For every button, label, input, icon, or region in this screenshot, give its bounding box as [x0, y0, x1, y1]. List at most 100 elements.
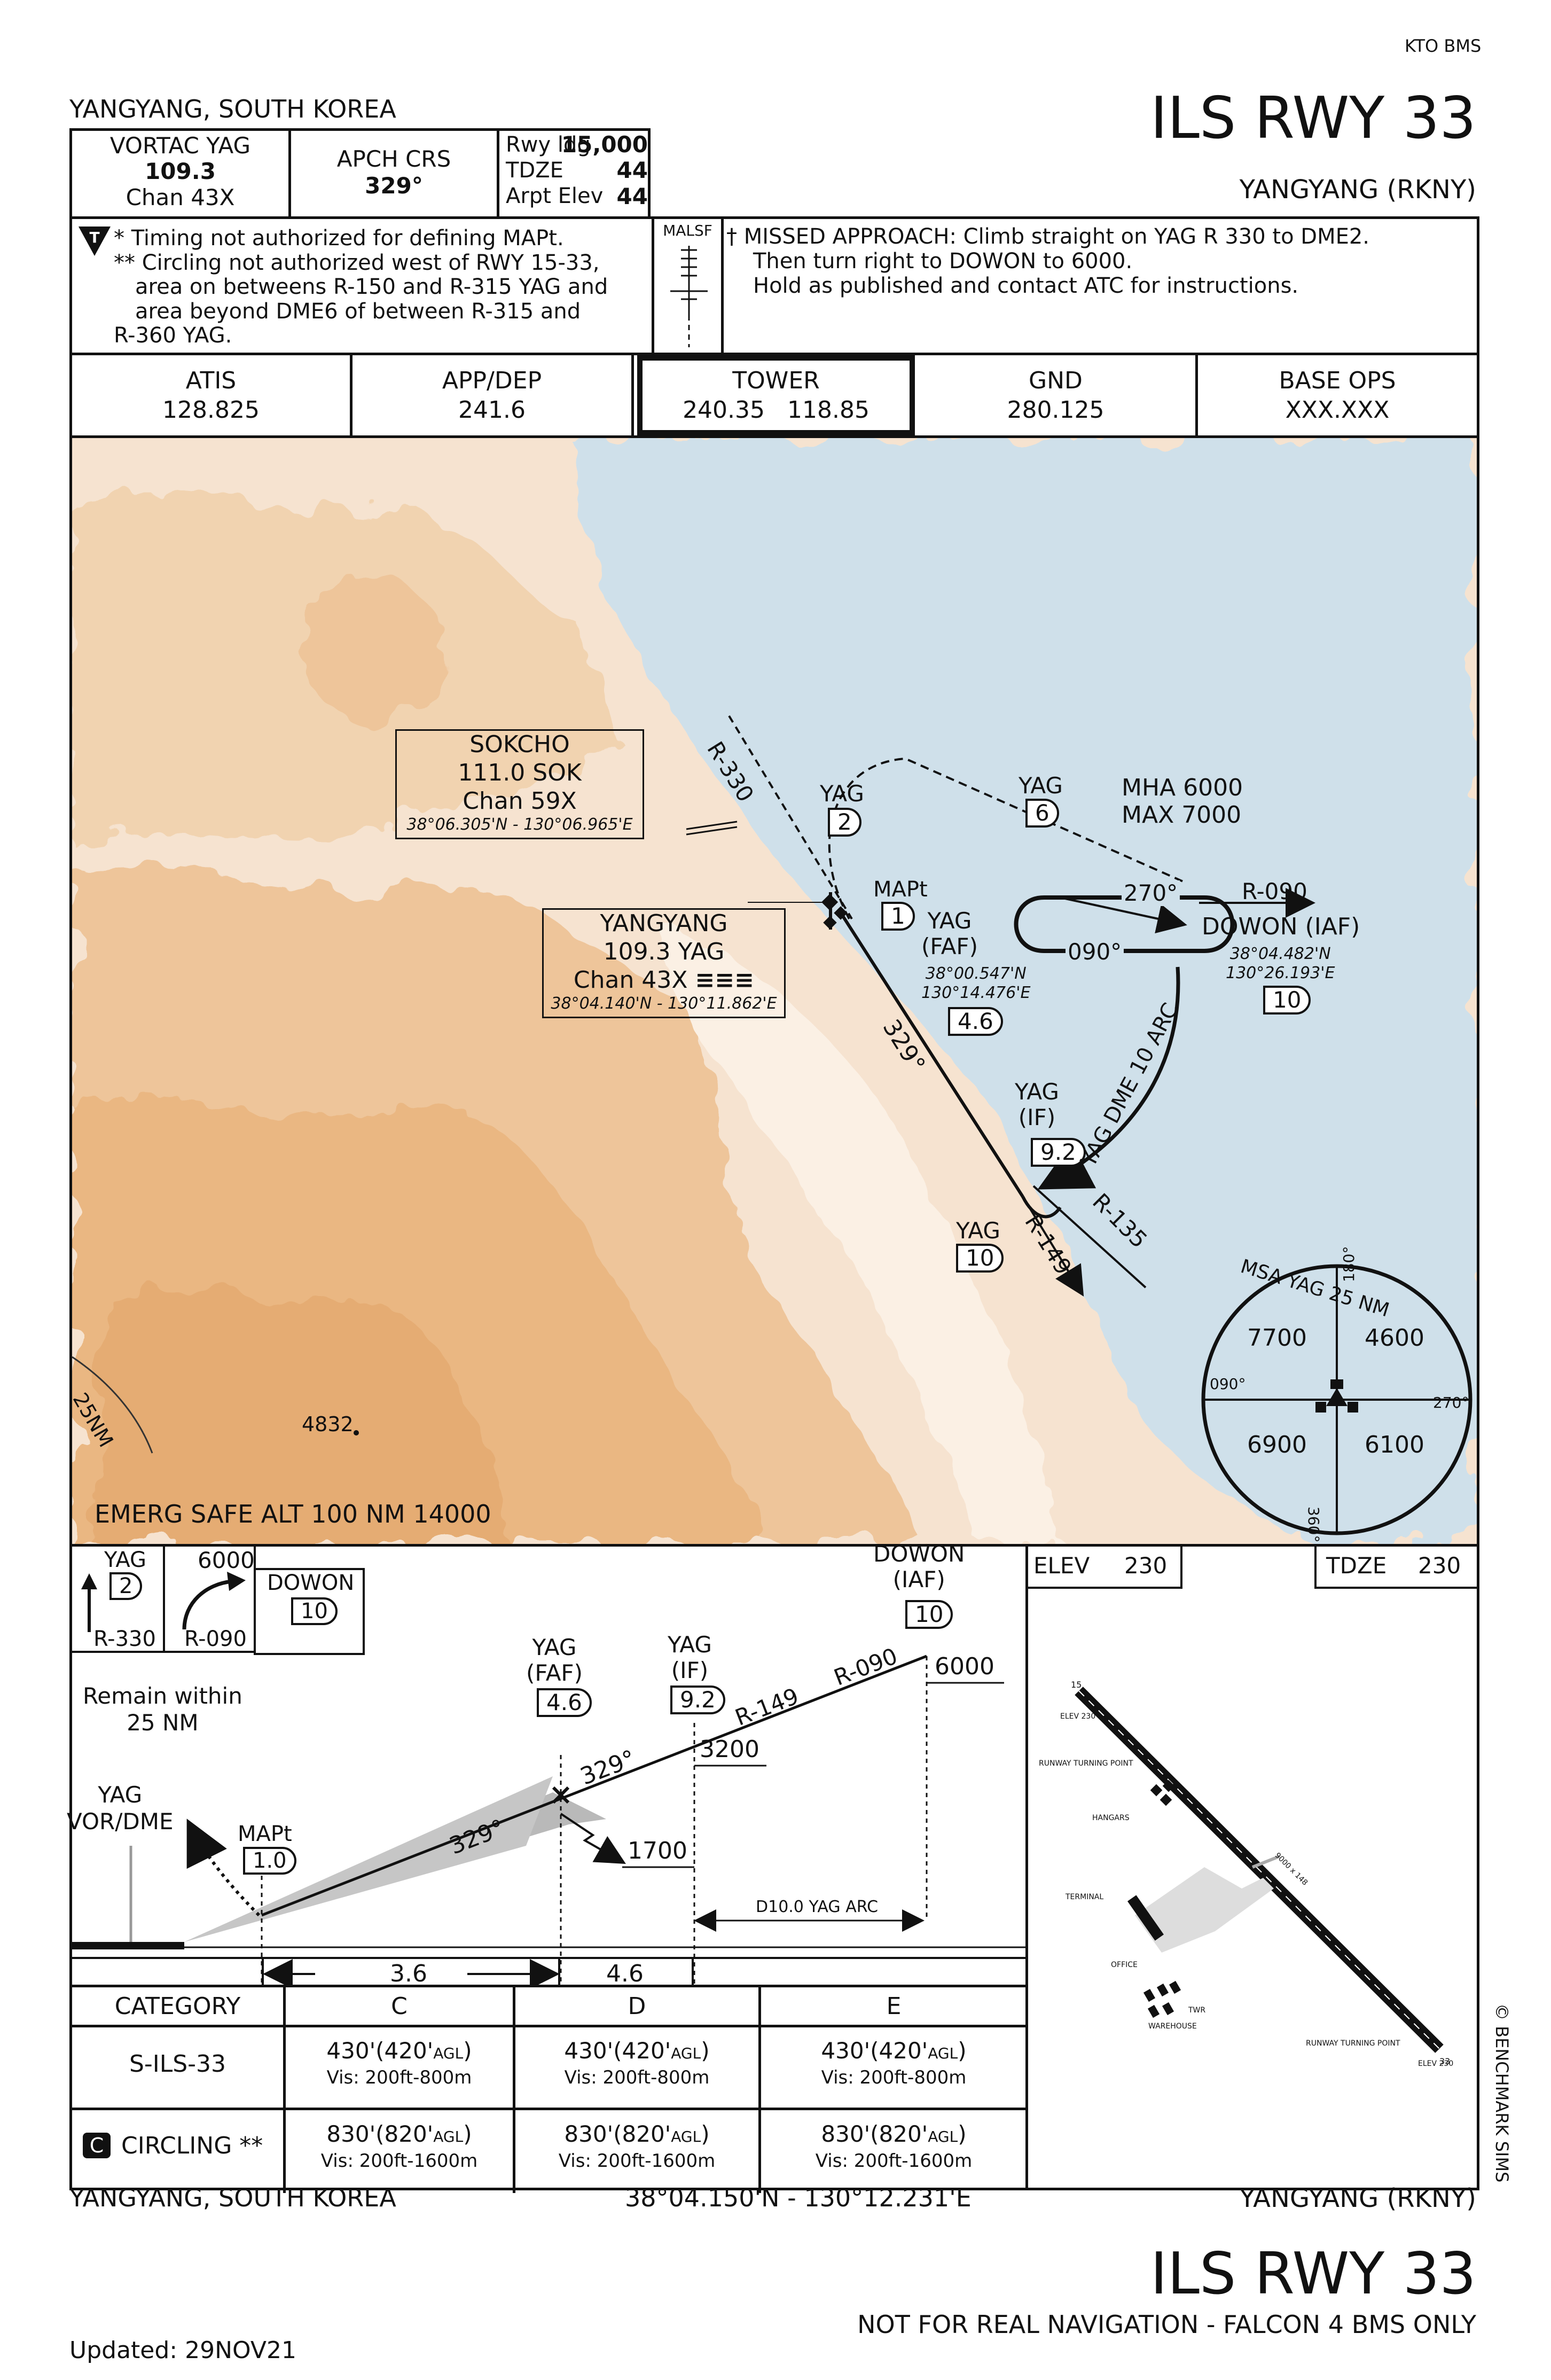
apch-crs-label: APCH CRS — [336, 146, 451, 172]
comm-tower: TOWER 240.35 118.85 — [637, 355, 915, 435]
icon-r330: R-330 — [93, 1627, 156, 1651]
comm-tower-freq: 240.35 118.85 — [683, 396, 870, 424]
notes-cell: T * Timing not authorized for defining M… — [72, 219, 654, 353]
vortac-chan: Chan 43X — [126, 184, 235, 210]
sea-area — [569, 438, 1477, 1544]
dme10-box: 10 — [956, 1244, 1004, 1273]
airport-name-header: YANGYANG (RKNY) — [1239, 175, 1476, 205]
if-label: (IF) — [1018, 1104, 1056, 1131]
comm-gnd-label: GND — [1029, 367, 1083, 394]
comm-base-ops-label: BASE OPS — [1279, 367, 1396, 394]
minima-row-circling-name: CIRCLING ** — [121, 2132, 263, 2159]
vortac-freq: 109.3 — [145, 158, 216, 185]
procedure-title: ILS RWY 33 — [1150, 85, 1476, 152]
dme6-box: 6 — [1025, 799, 1059, 828]
spot-elevation-dot — [354, 1430, 359, 1435]
apch-crs-cell: APCH CRS 329° — [291, 131, 499, 216]
profile-mapt: MAPt — [238, 1822, 292, 1846]
r090-label: R-090 — [1242, 878, 1307, 904]
comm-app-dep: APP/DEP 241.6 — [352, 355, 634, 435]
missed-icons: YAG 2 R-330 6000 R-090 DOWON 10 — [72, 1547, 377, 1655]
holding-pattern — [1014, 895, 1235, 953]
malsf-label: MALSF — [663, 222, 712, 239]
minima-circ-c: 830'(820'AGL) Vis: 200ft-1600m — [320, 2121, 478, 2172]
elev-label: ELEV — [1033, 1552, 1090, 1579]
comm-atis-freq: 128.825 — [162, 396, 260, 424]
missed-approach-line-3: Hold as published and contact ATC for in… — [753, 274, 1299, 298]
icon-6000: 6000 — [198, 1547, 255, 1573]
right-turn-arrow-icon — [182, 1572, 246, 1629]
remain-within: Remain within — [83, 1683, 242, 1709]
turning-point-top: RUNWAY TURNING POINT — [1039, 1759, 1133, 1768]
minima-ils-d: 430'(420'AGL) Vis: 200ft-800m — [564, 2038, 710, 2088]
comm-gnd: GND 280.125 — [916, 355, 1198, 435]
footer-coordinates: 38°04.150'N - 130°12.231'E — [625, 2183, 972, 2212]
yag-dme10-name: YAG — [956, 1218, 1000, 1244]
comm-atis-label: ATIS — [185, 367, 237, 394]
profile-alt-3200: 3200 — [700, 1736, 759, 1763]
profile-drawing — [72, 1655, 1027, 1985]
rwy-info-cell: Rwy ldg TDZE Arpt Elev — [506, 132, 650, 209]
sokcho-navaid-box: SOKCHO 111.0 SOK Chan 59X 38°06.305'N - … — [395, 729, 644, 839]
remain-25nm: 25 NM — [127, 1710, 199, 1736]
tdze-value: 44 — [616, 157, 648, 184]
twr-label: TWR — [1188, 2006, 1206, 2015]
minima-circ-e: 830'(820'AGL) Vis: 200ft-1600m — [815, 2121, 973, 2172]
icon-climb-box — [72, 1547, 165, 1653]
icon-yag: YAG — [104, 1548, 146, 1572]
msa-nw: 7700 — [1247, 1324, 1307, 1352]
footer-procedure: ILS RWY 33 — [1150, 2241, 1476, 2307]
terrain-shading — [72, 491, 1060, 1544]
yag-name: YANGYANG — [600, 910, 728, 937]
final-approach-course — [840, 912, 1024, 1198]
emergency-safe-alt: EMERG SAFE ALT 100 NM 14000 — [95, 1500, 491, 1528]
yag-freq: 109.3 YAG — [603, 938, 725, 965]
rwy-info-values: 15,000 44 44 — [557, 131, 648, 209]
profile-faf-1: YAG — [532, 1634, 577, 1660]
icon-dowon: DOWON — [267, 1571, 355, 1595]
comms-strip: ATIS 128.825 APP/DEP 241.6 TOWER 240.35 … — [69, 353, 1479, 438]
footer-airport: YANGYANG (RKNY) — [1239, 2183, 1476, 2213]
msa-ne: 4600 — [1365, 1324, 1424, 1352]
morse-code-icon: ≡≡≡ — [695, 966, 755, 994]
apch-crs-value: 329° — [365, 173, 423, 199]
vortac-cell: VORTAC YAG 109.3 Chan 43X — [72, 131, 291, 219]
note-line-5: R-360 YAG. — [114, 323, 232, 348]
profile-iaf-dme: 10 — [905, 1600, 953, 1629]
rwy-ldg-label: Rwy ldg — [506, 132, 591, 157]
sokcho-coord: 38°06.305'N - 130°06.965'E — [406, 815, 633, 834]
arpt-elev-label: Arpt Elev — [506, 184, 604, 208]
takeoff-minimums-icon: T — [79, 227, 111, 256]
hangars-label: HANGARS — [1092, 1814, 1130, 1822]
minima-cat-e: E — [886, 1993, 902, 2020]
profile-dist-36: 3.6 — [390, 1960, 427, 1987]
yag-dme6-name: YAG — [1019, 772, 1063, 799]
missed-approach-line-2: Then turn right to DOWON to 6000. — [753, 249, 1133, 274]
vor-label-2: VOR/DME — [67, 1808, 174, 1835]
faf-coord-lat: 38°00.547'N — [925, 964, 1027, 983]
hold-inbound-270: 270° — [1122, 880, 1180, 907]
dowon-label: DOWON (IAF) — [1202, 913, 1360, 940]
spot-elevation: 4832 — [302, 1413, 354, 1436]
tdze-value-diagram: 230 — [1418, 1552, 1461, 1579]
tdze-label-diagram: TDZE — [1326, 1552, 1387, 1579]
arpt-elev-value: 44 — [616, 183, 648, 209]
note-line-4: area beyond DME6 of between R-315 and — [135, 299, 581, 324]
icon-dme10: 10 — [291, 1597, 338, 1625]
dowon-coord-lat: 38°04.482'N — [1229, 945, 1331, 963]
notes-strip: T * Timing not authorized for defining M… — [69, 216, 1479, 355]
profile-mapt-dme: 1.0 — [243, 1847, 296, 1875]
profile-if-2: (IF) — [671, 1657, 709, 1684]
kto-label: KTO BMS — [1405, 36, 1482, 56]
missed-approach-line-1: † MISSED APPROACH: Climb straight on YAG… — [726, 224, 1370, 249]
msa-sw: 6900 — [1247, 1431, 1307, 1458]
faf-coord-lon: 130°14.476'E — [921, 984, 1031, 1002]
yag-chan: Chan 43X — [573, 966, 688, 994]
r135-radial — [1032, 1185, 1147, 1289]
location-header: YANGYANG, SOUTH KOREA — [69, 95, 396, 123]
comm-tower-label: TOWER — [732, 367, 820, 394]
sokcho-chan: Chan 59X — [463, 787, 577, 815]
comm-gnd-freq: 280.125 — [1007, 396, 1104, 424]
msa-circle — [1201, 1264, 1472, 1535]
minima-table: CATEGORY C D E S-ILS-33 430'(420'AGL) Vi… — [69, 1985, 1029, 2193]
